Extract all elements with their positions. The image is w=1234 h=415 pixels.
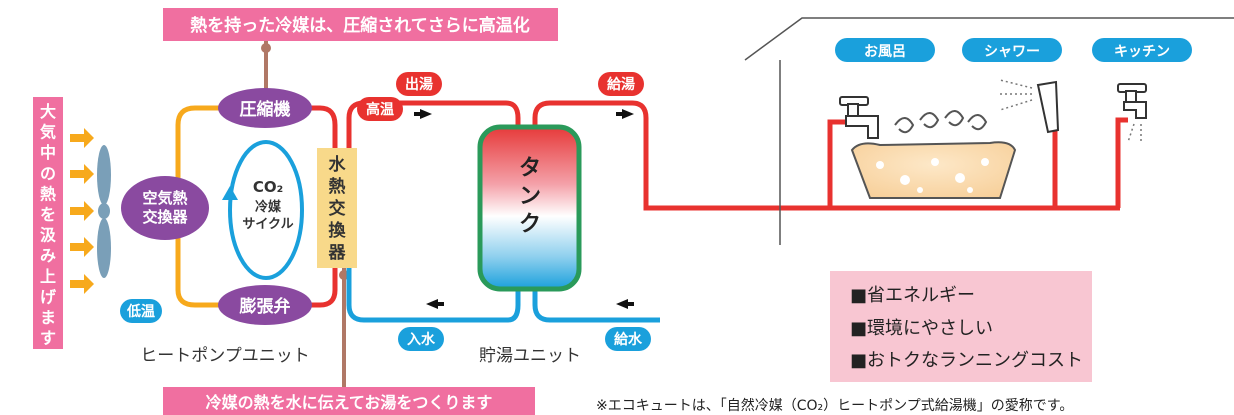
- tankText-char: タ: [519, 156, 541, 181]
- supply-hot-badge: [598, 72, 644, 96]
- expansion-valve-label: 膨張弁: [240, 296, 291, 317]
- leftVert-char: 中: [40, 143, 56, 162]
- feature-2: ■環境にやさしい: [850, 318, 993, 339]
- steam-icon: [894, 110, 988, 134]
- house-pipe-bath: [827, 119, 848, 208]
- outlet-label: 出湯: [405, 76, 433, 93]
- leftVert-char: 熱: [40, 184, 56, 203]
- use-kitchen-badge: [1092, 38, 1192, 62]
- use-bath-label: お風呂: [864, 44, 906, 60]
- leftVert-char: す: [40, 329, 56, 348]
- air-heat-exchanger-line1: 空気熱: [142, 189, 187, 207]
- high-temp-label: 高温: [366, 101, 394, 118]
- shower-icon: [998, 79, 1060, 134]
- top-banner-text: 熱を持った冷媒は、圧縮されてさらに高温化: [190, 15, 530, 36]
- cold-pipe-supply: [532, 288, 660, 323]
- bottom-banner-bg: [163, 387, 535, 415]
- tank: [477, 124, 582, 292]
- co2-refrigerant-label: 冷媒: [255, 199, 282, 215]
- top-banner-bg: [163, 8, 558, 41]
- use-shower-label: シャワー: [984, 44, 1040, 60]
- compressor: [218, 88, 312, 128]
- house-outline: [744, 17, 1234, 245]
- cold-pipe-from-tank: [346, 268, 521, 323]
- bottom-banner-text: 冷媒の熱を水に伝えてお湯をつくります: [206, 393, 493, 412]
- inlet-label: 入水: [407, 331, 436, 348]
- use-kitchen-label: キッチン: [1114, 44, 1170, 60]
- feature-3: ■おトクなランニングコスト: [850, 350, 1083, 371]
- high-temp-badge: [357, 97, 403, 121]
- house-pipe-kitchen: [1115, 117, 1128, 208]
- leftVert-char: み: [40, 246, 56, 265]
- inlet-badge: [398, 327, 444, 351]
- leftVert-char: ま: [40, 308, 56, 327]
- intake-arrows: [70, 128, 94, 294]
- whx-char: 水: [329, 154, 347, 175]
- use-bath-badge: [835, 38, 935, 62]
- supply-hot-label: 給湯: [607, 76, 635, 93]
- compressor-label: 圧縮機: [240, 99, 291, 120]
- whx-char: 交: [329, 198, 346, 219]
- bath-faucet-icon: [839, 96, 879, 139]
- expansion-valve: [218, 285, 312, 325]
- top-banner-dot: [261, 43, 271, 53]
- kitchen-faucet-icon: [1117, 83, 1147, 143]
- low-temp-label: 低温: [126, 303, 155, 320]
- whx-char: 換: [329, 220, 347, 241]
- air-heat-exchanger-line2: 交換器: [142, 208, 188, 226]
- feature-panel: [830, 271, 1092, 382]
- hot-pipe-from-tank: [532, 100, 1120, 211]
- supply-water-badge: [605, 327, 651, 351]
- supply-water-label: 給水: [614, 331, 643, 348]
- whx-char: 熱: [329, 176, 346, 197]
- storage-unit-label: 貯湯ユニット: [479, 346, 581, 366]
- leftVert-char: 気: [40, 123, 56, 142]
- leftVert-char: 汲: [40, 226, 56, 245]
- hot-pipe-to-tank: [346, 100, 521, 148]
- use-shower-badge: [962, 38, 1062, 62]
- leftVert-char: 上: [40, 267, 56, 286]
- footnote: ※エコキュートは、「自然冷媒（CO₂）ヒートポンプ式給湯機」の愛称です。: [596, 397, 1073, 414]
- leftVert-char: げ: [40, 287, 57, 306]
- leftVert-char: 大: [40, 102, 56, 121]
- tankText-char: ン: [519, 184, 541, 209]
- co2-cycle-arrow: [222, 186, 238, 200]
- heatpump-unit-label: ヒートポンプユニット: [140, 346, 310, 366]
- feature-1: ■省エネルギー: [850, 285, 975, 306]
- bathtub-icon: [850, 141, 1017, 199]
- fan-icon: [97, 145, 111, 278]
- tank-label: タンク: [519, 156, 541, 237]
- left-banner-bg: [33, 97, 63, 349]
- whx-char: 器: [328, 243, 347, 263]
- co2-cycle-label: サイクル: [242, 217, 293, 232]
- air-heat-exchanger: [121, 176, 209, 240]
- low-temp-badge: [120, 299, 162, 323]
- water-heat-exchanger: [317, 148, 357, 268]
- flow-arrows: [414, 109, 634, 309]
- tankText-char: ク: [519, 212, 541, 237]
- co2-label: CO₂: [253, 178, 283, 196]
- leftVert-char: を: [40, 205, 56, 224]
- co2-cycle-ring: [228, 140, 304, 280]
- leftVert-char: の: [40, 164, 56, 183]
- outlet-badge: [396, 72, 442, 96]
